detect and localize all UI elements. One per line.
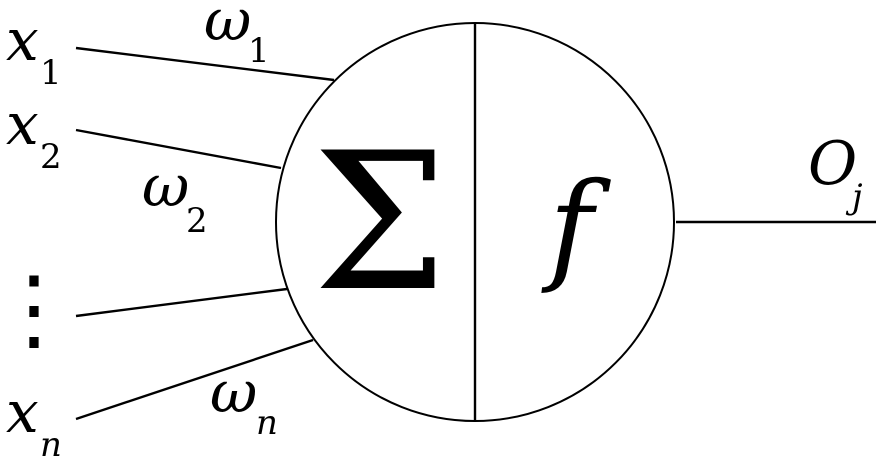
input-ellipsis: ⋮ [0, 257, 79, 362]
svg-text:1: 1 [40, 53, 62, 93]
input-line-x2 [75, 128, 282, 170]
svg-text:x: x [6, 378, 39, 446]
svg-text:2: 2 [40, 137, 62, 177]
summation-symbol: Σ [313, 112, 447, 333]
input-label-x2: x 2 [6, 90, 62, 177]
svg-text:ω: ω [142, 152, 189, 220]
weight-label-wn: ω n [210, 358, 278, 443]
svg-text:2: 2 [186, 201, 208, 241]
input-line-x1 [75, 46, 335, 82]
svg-text:O: O [808, 129, 857, 199]
svg-text:x: x [6, 90, 39, 158]
input-label-xn: x n [6, 378, 62, 461]
weight-label-w2: ω 2 [142, 152, 208, 241]
weight-label-w1: ω 1 [204, 0, 270, 71]
output-label-oj: O j [808, 129, 863, 217]
input-line-ellipsis [75, 287, 288, 318]
svg-text:ω: ω [210, 358, 257, 426]
input-label-x1: x 1 [6, 6, 62, 93]
input-line-xn [75, 338, 314, 421]
svg-text:1: 1 [248, 31, 270, 71]
svg-text:n: n [256, 403, 278, 443]
svg-text:ω: ω [204, 0, 251, 54]
svg-text:n: n [40, 425, 62, 461]
svg-text:x: x [6, 6, 39, 74]
